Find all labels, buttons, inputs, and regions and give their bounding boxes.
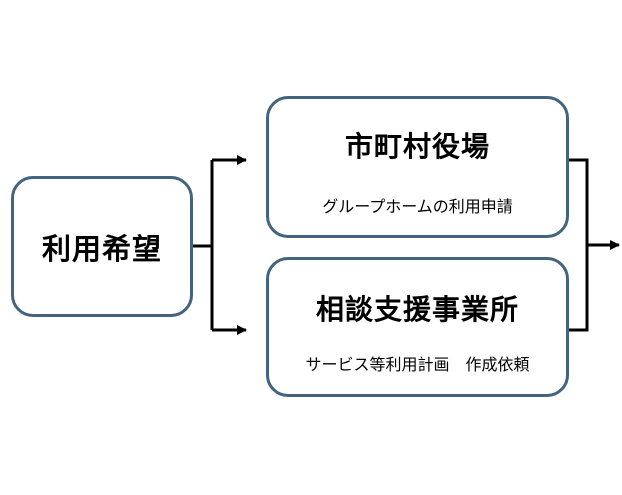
- consultation-office-subtitle: サービス等利用計画 作成依頼: [305, 355, 530, 374]
- request-box: 利用希望: [11, 176, 193, 317]
- municipal-office-box: 市町村役場 グループホームの利用申請: [266, 96, 569, 238]
- consultation-office-box: 相談支援事業所 サービス等利用計画 作成依頼: [266, 257, 569, 397]
- split-bracket: [193, 160, 214, 330]
- municipal-office-subtitle: グループホームの利用申請: [322, 197, 513, 216]
- merge-bracket: [569, 158, 589, 332]
- municipal-office-title: 市町村役場: [344, 130, 490, 163]
- request-title: 利用希望: [41, 231, 162, 266]
- consultation-office-title: 相談支援事業所: [315, 293, 519, 326]
